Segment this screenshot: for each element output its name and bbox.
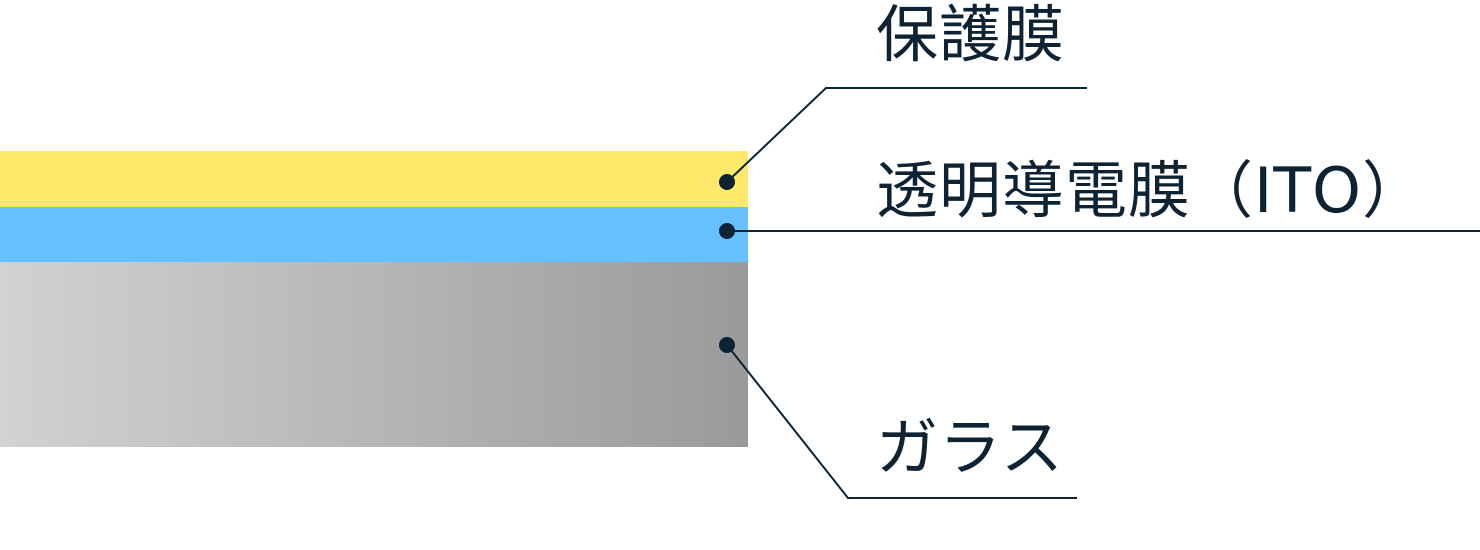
label-protective-film: 保護膜 (876, 0, 1066, 71)
label-glass: ガラス (876, 411, 1064, 484)
marker-dot-ito (719, 223, 735, 239)
label-ito: 透明導電膜（ITO） (876, 154, 1425, 227)
marker-dot-glass (719, 337, 735, 353)
ito-layer (0, 207, 748, 262)
leader-line-protective (726, 87, 1087, 183)
marker-dot-protective (719, 174, 735, 190)
protective-film-layer (0, 151, 748, 207)
leader-line-glass (726, 344, 1077, 499)
glass-layer (0, 262, 748, 447)
